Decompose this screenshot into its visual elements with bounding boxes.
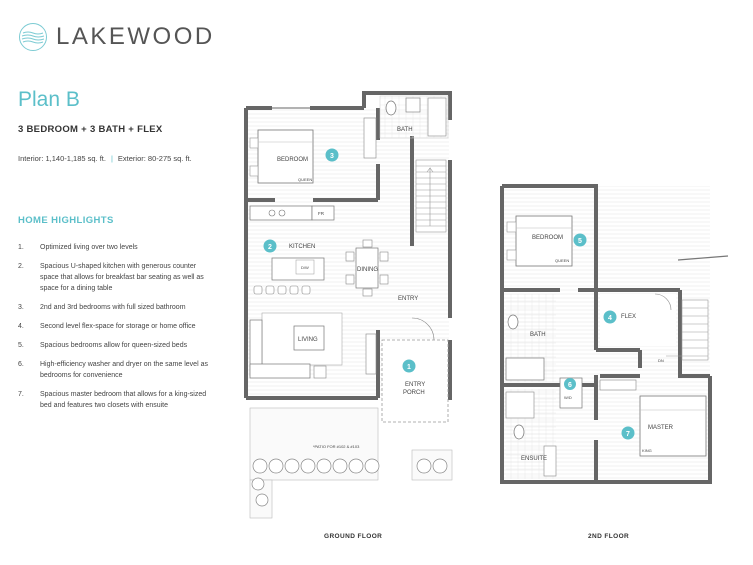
flex-door-swing bbox=[654, 293, 672, 311]
highlight-item: 6.High-efficiency washer and dryer on th… bbox=[18, 361, 208, 379]
label-king: KING bbox=[642, 448, 652, 453]
entry-door-swing bbox=[411, 317, 435, 341]
marker-3 bbox=[325, 148, 339, 162]
stairs-second bbox=[666, 255, 729, 361]
plan-subtitle: 3 BEDROOM + 3 BATH + FLEX bbox=[18, 124, 163, 135]
label-entry-porch-1: ENTRY bbox=[405, 382, 425, 388]
marker-6 bbox=[564, 378, 576, 390]
highlight-item: 5.Spacious bedrooms allow for queen-size… bbox=[18, 342, 188, 349]
entry-porch bbox=[381, 339, 449, 423]
fridge bbox=[311, 205, 335, 221]
tub-second bbox=[505, 357, 545, 381]
bed-king bbox=[639, 395, 707, 457]
highlights-title: HOME HIGHLIGHTS bbox=[18, 215, 114, 226]
label-queen-second: QUEEN bbox=[555, 258, 569, 263]
master-closet bbox=[599, 379, 637, 391]
label-bath-ground: BATH bbox=[397, 127, 413, 133]
closet-ground bbox=[363, 117, 377, 159]
toilet-second bbox=[507, 314, 519, 330]
plan-area: Interior: 1,140-1,185 sq. ft. | Exterior: … bbox=[18, 154, 192, 163]
sink-ground bbox=[405, 97, 421, 113]
highlight-item: 2.Spacious U-shaped kitchen with generou… bbox=[18, 263, 204, 292]
highlights-list: 1.Optimized living over two levels 2.Spa… bbox=[18, 242, 214, 419]
toilet-ground bbox=[385, 100, 397, 116]
label-dw: D/W bbox=[301, 265, 309, 270]
label-dining: DINING bbox=[357, 267, 378, 273]
label-patio: *PATIO FOR #102 & #103 bbox=[313, 444, 360, 449]
highlight-item: 3.2nd and 3rd bedrooms with full sized b… bbox=[18, 304, 186, 311]
label-master: MASTER bbox=[648, 425, 674, 431]
kitchen-counter bbox=[249, 205, 313, 221]
label-entry: ENTRY bbox=[398, 296, 418, 302]
toilet-ensuite bbox=[513, 424, 525, 440]
marker-7-text: 7 bbox=[626, 431, 630, 438]
stairs-ground bbox=[415, 159, 447, 233]
shower-ensuite bbox=[505, 391, 535, 419]
label-ensuite: ENSUITE bbox=[521, 456, 547, 462]
exterior-area: Exterior: 80-275 sq. ft. bbox=[117, 154, 192, 163]
marker-4-text: 4 bbox=[608, 315, 612, 322]
marker-6-text: 6 bbox=[568, 382, 572, 389]
label-bath-second: BATH bbox=[530, 332, 546, 338]
area-separator: | bbox=[110, 154, 113, 163]
sofa-section bbox=[249, 363, 311, 379]
second-floor-label: 2ND FLOOR bbox=[588, 533, 630, 540]
ground-floor-plan: BEDROOM QUEEN 3 BATH FR 2 KITCHEN bbox=[244, 91, 453, 519]
shower-ground bbox=[427, 97, 447, 137]
bed-queen-ground bbox=[257, 129, 314, 184]
marker-7 bbox=[621, 426, 635, 440]
marker-1 bbox=[402, 359, 416, 373]
label-wd: W/D bbox=[564, 395, 572, 400]
ground-floor-label: GROUND FLOOR bbox=[324, 533, 383, 540]
label-flex: FLEX bbox=[621, 314, 636, 320]
label-bedroom-second: BEDROOM bbox=[532, 235, 563, 241]
vanity-ensuite bbox=[543, 445, 557, 477]
bed-queen-second bbox=[515, 215, 573, 267]
lakewood-logo-icon bbox=[19, 23, 47, 51]
marker-3-text: 3 bbox=[330, 153, 334, 160]
label-living: LIVING bbox=[298, 337, 318, 343]
interior-area: Interior: 1,140-1,185 sq. ft. bbox=[18, 154, 106, 163]
plan-title: Plan B bbox=[18, 88, 80, 111]
bar-stools bbox=[253, 285, 311, 295]
label-queen-ground: QUEEN bbox=[298, 177, 312, 182]
marker-2 bbox=[263, 239, 277, 253]
brand-name: LAKEWOOD bbox=[56, 23, 215, 50]
coffee-table bbox=[293, 325, 325, 351]
dining-table bbox=[355, 247, 379, 289]
highlight-item: 4.Second level flex-space for storage or… bbox=[18, 323, 196, 330]
label-dn: DN bbox=[658, 358, 664, 363]
highlight-item: 1.Optimized living over two levels bbox=[18, 244, 138, 251]
marker-5 bbox=[573, 233, 587, 247]
label-entry-porch-2: PORCH bbox=[403, 390, 425, 396]
marker-1-text: 1 bbox=[407, 364, 411, 371]
dining-chairs bbox=[345, 239, 389, 297]
label-fr: FR bbox=[318, 211, 325, 216]
brand-logo: LAKEWOOD bbox=[18, 22, 215, 52]
label-kitchen: KITCHEN bbox=[289, 244, 315, 250]
highlight-item: 7.Spacious master bedroom that allows fo… bbox=[18, 391, 207, 409]
marker-2-text: 2 bbox=[268, 244, 272, 251]
entry-closet bbox=[365, 333, 377, 375]
planters bbox=[251, 458, 448, 507]
label-bedroom-ground: BEDROOM bbox=[277, 157, 308, 163]
marker-5-text: 5 bbox=[578, 238, 582, 245]
second-floor-plan: BEDROOM QUEEN 5 4 FLEX DN BATH 6 W/D bbox=[500, 184, 729, 484]
marker-4 bbox=[603, 310, 617, 324]
